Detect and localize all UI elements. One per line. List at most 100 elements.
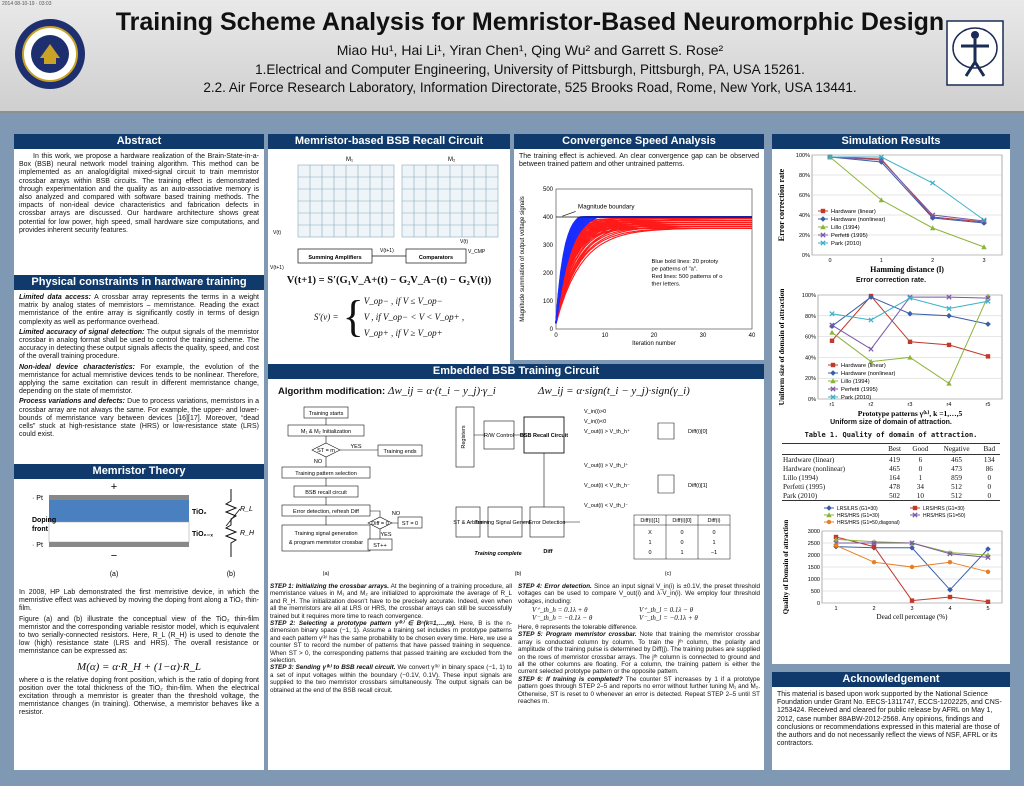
truth-table-cell: 0 <box>712 530 715 536</box>
pt-bottom-label: · Pt <box>32 542 43 549</box>
convergence-text: The training effect is achieved. An clea… <box>519 153 759 169</box>
vcmp-label: V_CMP <box>468 249 486 255</box>
vin-label: V(t) <box>273 230 281 236</box>
y-tick-label: 80% <box>805 314 816 320</box>
data-point <box>912 505 918 511</box>
data-point <box>909 598 915 603</box>
y-tick-label: 20% <box>805 376 816 382</box>
red-pattern-line <box>555 223 752 324</box>
legend-label: HRS/HRS (G1=30) <box>837 513 880 519</box>
constraint-body: The output signals of the memristor cros… <box>19 328 260 361</box>
step-body: At the beginning of a training procedure… <box>270 583 512 620</box>
x-tick-label: 2 <box>931 258 934 264</box>
y-tick-label: 40% <box>805 355 816 361</box>
recall-circuit-title: Memristor-based BSB Recall Circuit <box>268 134 510 149</box>
data-point <box>820 208 826 214</box>
constraint-item: Non-ideal device characteristics: For ex… <box>19 364 259 397</box>
data-point <box>981 244 987 250</box>
threshold-eq: V⁺_th_l = 0.1λ − θ <box>639 606 694 615</box>
red-pattern-line <box>555 221 752 324</box>
data-point <box>985 569 991 574</box>
y-tick-label: 300 <box>543 243 554 249</box>
constraint-head: Non-ideal device characteristics: <box>19 363 136 371</box>
memristor-device-figure: + − · Pt · Pt Doping front TiO₂ TiO₂₋ₓ R… <box>32 481 255 578</box>
university-seal-logo <box>15 19 85 89</box>
series-line <box>830 156 985 221</box>
y-axis-label: Magnitude summation of output voltage si… <box>520 196 526 321</box>
data-point <box>947 560 953 565</box>
bsb-recall-label: BSB Recall Circuit <box>520 433 568 439</box>
table-cell: Lillo (1994) <box>783 473 818 482</box>
acknowledgement-title: Acknowledgement <box>772 672 1010 687</box>
y-tick-label: 500 <box>543 187 554 193</box>
embedded-training-section: Embedded BSB Training Circuit Algorithm … <box>268 364 764 770</box>
table-cell: 134 <box>983 455 995 464</box>
constraint-head: Limited accuracy of signal detection: <box>19 328 145 336</box>
x-tick-label: 3 <box>910 606 913 612</box>
y-tick-label: 0% <box>808 397 816 403</box>
chart2-caption: Uniform size of domain of attraction. <box>830 419 952 426</box>
x-axis-label: Hamming distance (l) <box>870 265 944 274</box>
table-cell: 10 <box>906 491 935 501</box>
memristor-theory-p2: Figure (a) and (b) illustrate the concep… <box>19 615 259 656</box>
x-tick-label: 2 <box>872 606 875 612</box>
step-heading: STEP 3: Sending γ⁽ᵏ⁾ to BSB recall circu… <box>270 664 396 672</box>
comparators-label: Comparators <box>419 255 453 261</box>
diff-truth-table: Diff(i)[1] Diff(i)[0] Diff(i) X 0 0 1 0 … <box>633 514 731 560</box>
rw-control-label: R/W Control <box>484 433 514 439</box>
steps-left: STEP 1: Initializing the crossbar arrays… <box>270 583 512 706</box>
x-tick-label: 20 <box>651 333 658 339</box>
step-heading: STEP 5: Program memristor crossbar. <box>518 631 637 639</box>
flow-training-starts: Training starts <box>309 411 344 417</box>
doping-front-label: Doping <box>32 517 56 524</box>
column-left: Abstract In this work, we propose a hard… <box>14 134 264 770</box>
constraint-body: A crossbar array represents the terms in… <box>19 294 259 326</box>
data-point <box>830 394 836 400</box>
flow-no-label: NO <box>314 459 323 465</box>
table-cell: Park (2010) <box>782 491 883 501</box>
series-red <box>555 217 753 324</box>
data-point <box>912 512 918 518</box>
constraint-item: Limited data access: A crossbar array re… <box>19 294 259 327</box>
step-body: Note that training the memristor crossba… <box>518 631 760 676</box>
minus-sign: − <box>111 550 117 562</box>
data-point <box>868 346 874 352</box>
table-cell: 0 <box>987 482 992 491</box>
x-tick-label: 1 <box>834 606 837 612</box>
table-header: Bad <box>978 443 1000 455</box>
data-point <box>909 540 915 546</box>
y-tick-label: 400 <box>543 215 554 221</box>
training-steps: STEP 1: Initializing the crossbar arrays… <box>268 583 764 706</box>
data-point <box>985 298 991 304</box>
table-cell: 34 <box>916 482 924 491</box>
threshold-eq: V⁻_th_l = −0.1λ + θ <box>639 613 698 622</box>
data-point <box>907 295 913 301</box>
rh-label: R_H <box>240 530 255 537</box>
data-point <box>985 599 991 604</box>
flowchart-a: Training starts M₁ & M₂ Initialization S… <box>281 406 423 577</box>
memristance-equation: M(α) = α·R_H + (1−α)·R_L <box>77 660 201 673</box>
threshold-eq: V⁺_th_h = 0.1λ + θ <box>532 606 588 615</box>
legend-label: Hardware (linear) <box>831 209 876 215</box>
fig-b-label: (b) <box>515 571 522 577</box>
y-tick-label: 100% <box>796 153 810 159</box>
x-tick-label: r5 <box>986 402 991 408</box>
flow-st-increment: ST++ <box>373 543 386 549</box>
data-point <box>871 560 877 565</box>
y-tick-label: 100 <box>543 299 554 305</box>
legend: LRS/LRS (G1=30)LRS/HRS (G1=30)HRS/HRS (G… <box>824 505 966 526</box>
vt1-label: V(t+1) <box>380 248 394 254</box>
y-tick-label: 0% <box>802 253 810 259</box>
flow-error-detection: Error detection, refresh Diff <box>293 509 359 515</box>
data-point <box>868 317 874 323</box>
series-4 <box>833 543 991 574</box>
step-heading: STEP 1: Initializing the crossbar arrays… <box>270 583 389 590</box>
table-cell: Perfetti (1995) <box>783 482 826 491</box>
memristor-theory-p3: where α is the relative doping front pos… <box>19 676 259 717</box>
